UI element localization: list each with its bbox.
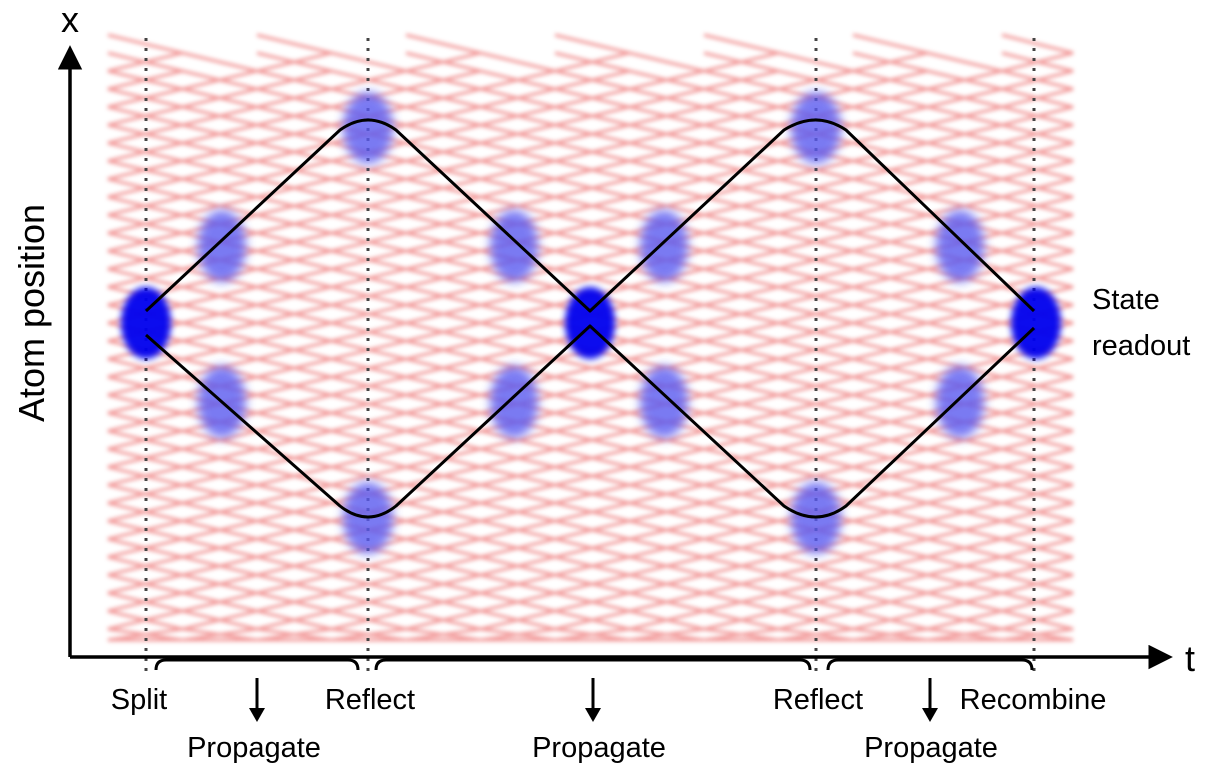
lattice-wave bbox=[778, 51, 854, 642]
atom-wavepacket-3 bbox=[1011, 287, 1061, 359]
phase-label-propagate-2: Propagate bbox=[532, 732, 666, 764]
readout-label-line2: readout bbox=[1092, 330, 1190, 362]
atom-wavepacket-10 bbox=[640, 210, 688, 282]
atom-wavepacket-9 bbox=[490, 366, 538, 438]
event-label-reflect-1: Reflect bbox=[325, 684, 415, 716]
trajectory-upper-arm bbox=[144, 118, 1036, 313]
lattice-wave bbox=[182, 51, 258, 642]
lattice-wave bbox=[703, 33, 779, 642]
phase-arrows bbox=[249, 678, 938, 722]
atom-wavepackets bbox=[121, 92, 1061, 554]
lattice-wave bbox=[703, 51, 779, 642]
bracket-propagate-2 bbox=[374, 658, 812, 671]
y-axis-symbol: x bbox=[61, 0, 79, 40]
lattice-wave bbox=[1001, 51, 1074, 642]
y-axis-label: Atom position bbox=[11, 204, 52, 422]
lattice-wave bbox=[405, 33, 481, 642]
lattice-wave bbox=[256, 51, 332, 642]
lattice-wave bbox=[256, 33, 332, 642]
atom-wavepacket-11 bbox=[640, 366, 688, 438]
phase-label-propagate-1: Propagate bbox=[187, 732, 321, 764]
bracket-propagate-3 bbox=[826, 658, 1034, 671]
atom-wavepacket-15 bbox=[936, 366, 984, 438]
event-label-recombine: Recombine bbox=[960, 684, 1107, 716]
lattice-wave bbox=[405, 51, 481, 642]
event-label-split: Split bbox=[111, 684, 167, 716]
atom-wavepacket-6 bbox=[343, 92, 393, 164]
atom-wavepacket-12 bbox=[791, 92, 841, 164]
atom-wavepacket-1 bbox=[121, 287, 171, 359]
lattice-wave bbox=[107, 51, 183, 642]
x-axis-label: t bbox=[1185, 638, 1195, 679]
readout-label-line1: State bbox=[1092, 284, 1160, 316]
lattice-wave bbox=[554, 51, 630, 642]
bracket-propagate-1 bbox=[154, 658, 360, 671]
atom-wavepacket-4 bbox=[198, 210, 246, 282]
lattice-wave bbox=[927, 51, 1003, 642]
trajectory-lower-arm bbox=[145, 324, 1036, 519]
lattice-wave bbox=[107, 33, 183, 642]
lattice-wave bbox=[852, 51, 928, 642]
phase-label-propagate-3: Propagate bbox=[864, 732, 998, 764]
atom-wavepacket-8 bbox=[490, 210, 538, 282]
atom-wavepacket-2 bbox=[565, 287, 615, 359]
atom-wavepacket-14 bbox=[936, 210, 984, 282]
lattice-wave bbox=[331, 51, 407, 642]
lattice-wave bbox=[852, 33, 928, 642]
lattice-wave bbox=[629, 51, 705, 642]
lattice-wave bbox=[480, 51, 556, 642]
event-label-reflect-2: Reflect bbox=[773, 684, 863, 716]
phase-brackets bbox=[154, 658, 1034, 671]
